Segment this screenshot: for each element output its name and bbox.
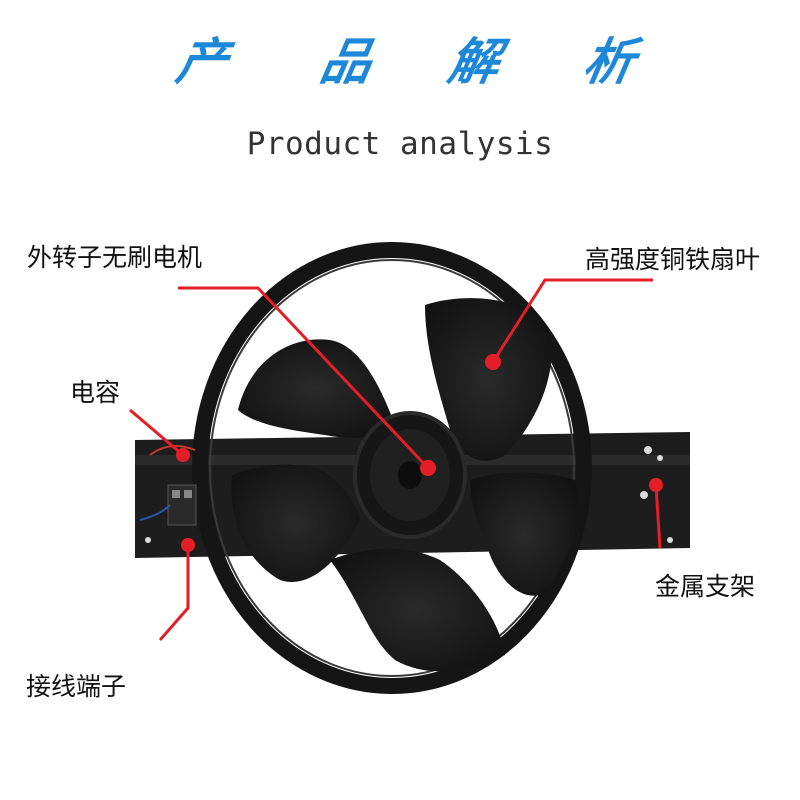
terminal-block xyxy=(139,445,197,526)
label-terminal-block: 接线端子 xyxy=(26,672,127,701)
fan-guard-ring xyxy=(192,242,592,694)
label-fan-blades: 高强度铜铁扇叶 xyxy=(585,245,761,274)
english-heading: Product analysis xyxy=(246,126,554,162)
callout-lines xyxy=(129,278,662,641)
callout-dots xyxy=(176,354,663,552)
label-capacitor: 电容 xyxy=(70,378,121,407)
label-metal-bracket: 金属支架 xyxy=(655,572,756,601)
label-outer-rotor-motor: 外转子无刷电机 xyxy=(27,243,203,272)
fan-blades xyxy=(231,298,579,672)
motor-hub xyxy=(353,411,467,539)
